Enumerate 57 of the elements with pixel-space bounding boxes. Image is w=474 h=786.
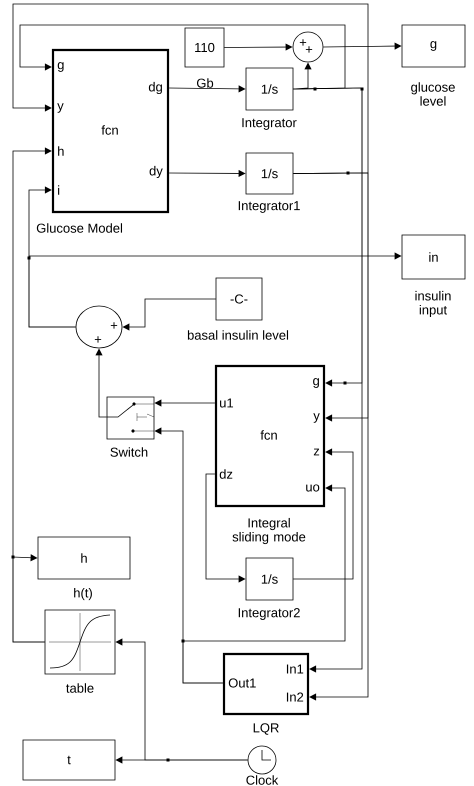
block-label: Switch [110, 447, 148, 457]
block-label: Integrator [242, 118, 297, 130]
sign-label: + [94, 336, 102, 343]
integrator-block: 1/s [246, 152, 294, 194]
integrator-block: 1/s [246, 558, 294, 600]
clock-block [248, 746, 276, 774]
switch-block [106, 396, 154, 440]
block-label: table [66, 683, 94, 693]
block-label: Glucose Model [36, 223, 122, 233]
subsystem-block [222, 652, 310, 716]
sign-label: + [110, 322, 118, 329]
port-label: z [314, 448, 320, 456]
block-label: Clock [246, 775, 278, 785]
lookup-table-block [44, 610, 116, 674]
sign-label: + [300, 39, 306, 46]
sum-circle [292, 32, 324, 62]
port-label: y [313, 413, 320, 423]
constant-block: -C- [216, 278, 262, 320]
constant-block: 110 [184, 28, 224, 68]
port-label: dz [220, 469, 232, 479]
port-label: g [313, 378, 319, 388]
port-label: u1 [220, 398, 234, 408]
port-label: In1 [286, 664, 304, 674]
block-label: LQR [254, 723, 279, 735]
block-label: h(t) [74, 588, 92, 600]
arrow [12, 554, 45, 642]
arrow [12, 4, 368, 174]
integrator-block: 1/s [246, 68, 294, 110]
sign-label: + [306, 46, 312, 53]
block-label: fcn [260, 430, 277, 440]
port-label: i [58, 185, 60, 195]
port-label: dy [150, 166, 163, 178]
function-block [52, 48, 170, 214]
output-block: g [402, 24, 466, 68]
output-block: h [38, 536, 130, 580]
block-label: Integrator2 [238, 608, 300, 620]
port-label: uo [306, 484, 320, 492]
block-label: glucose level [411, 82, 455, 106]
port-label: y [57, 103, 64, 113]
arrow [20, 24, 346, 90]
output-block: t [22, 740, 116, 780]
block-label: insulin input [415, 290, 451, 318]
block-label: Integral sliding mode [232, 518, 306, 544]
port-label: In2 [286, 692, 304, 702]
block-label: Integrator1 [238, 201, 300, 213]
block-label: fcn [102, 125, 118, 135]
arrow [293, 172, 368, 701]
block-label: basal insulin level [188, 330, 288, 340]
port-label: Out1 [228, 678, 256, 688]
arrow [293, 88, 362, 673]
port-label: g [58, 62, 64, 72]
function-block [214, 364, 326, 508]
port-label: h [58, 146, 64, 156]
block-label: Gb [197, 78, 214, 88]
sum-circle [76, 306, 122, 348]
port-label: dg [148, 82, 162, 94]
output-block: in [402, 234, 466, 280]
